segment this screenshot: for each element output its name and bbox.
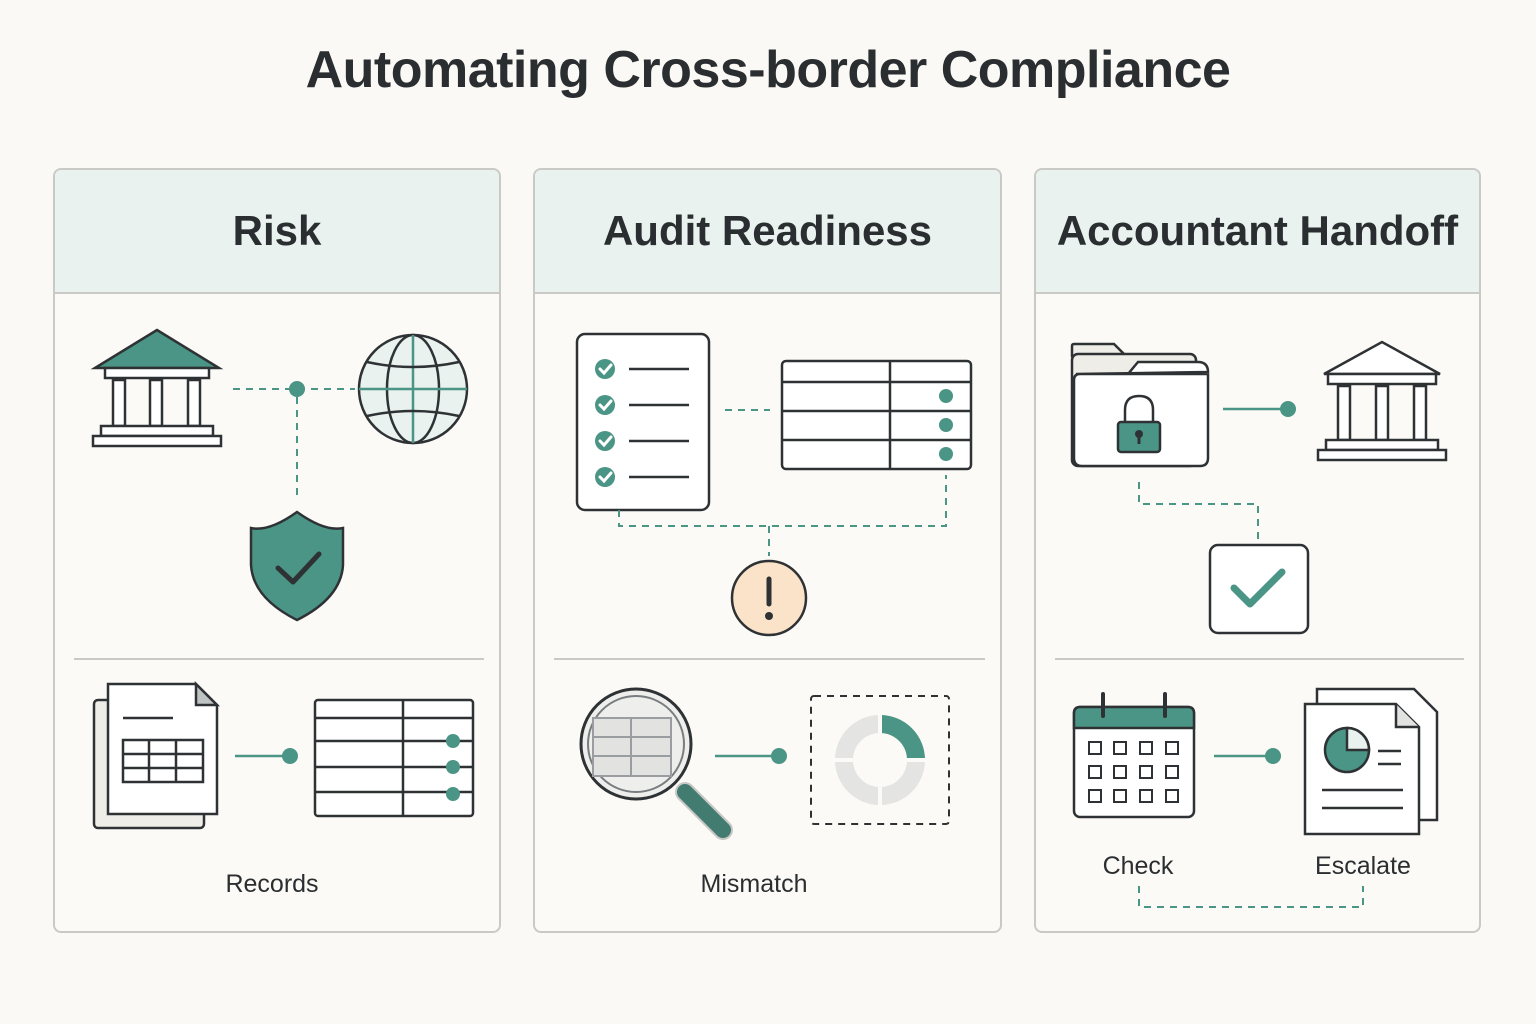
panel-audit-readiness: Audit Readiness	[533, 168, 1002, 933]
donut-chart-icon	[810, 695, 950, 825]
locked-folder-icon	[1070, 342, 1210, 468]
panel-heading: Audit Readiness	[535, 170, 1000, 294]
warning-icon	[730, 559, 808, 637]
spreadsheet-document-icon	[92, 680, 221, 830]
panel-accountant-handoff: Accountant Handoff	[1034, 168, 1481, 933]
page-title: Automating Cross-border Compliance	[305, 41, 1231, 99]
magnifier-icon	[579, 687, 733, 840]
bank-icon	[90, 328, 224, 448]
panel-heading: Risk	[55, 170, 499, 294]
shield-check-icon	[249, 510, 345, 622]
checkbox-icon	[1208, 543, 1310, 635]
bank-icon	[1316, 340, 1448, 462]
caption-mismatch: Mismatch	[700, 870, 808, 898]
caption-escalate: Escalate	[1315, 852, 1411, 880]
table-icon	[780, 359, 973, 471]
audit-illustration	[554, 332, 985, 840]
handoff-illustration	[1055, 340, 1464, 908]
calendar-icon	[1072, 692, 1196, 819]
caption-check: Check	[1102, 852, 1174, 880]
risk-illustration	[74, 328, 484, 830]
report-document-icon	[1303, 687, 1439, 836]
globe-icon	[357, 333, 469, 445]
panel-risk: Risk	[53, 168, 501, 933]
checklist-icon	[575, 332, 711, 512]
caption-records: Records	[225, 870, 319, 898]
panel-heading: Accountant Handoff	[1036, 170, 1479, 294]
